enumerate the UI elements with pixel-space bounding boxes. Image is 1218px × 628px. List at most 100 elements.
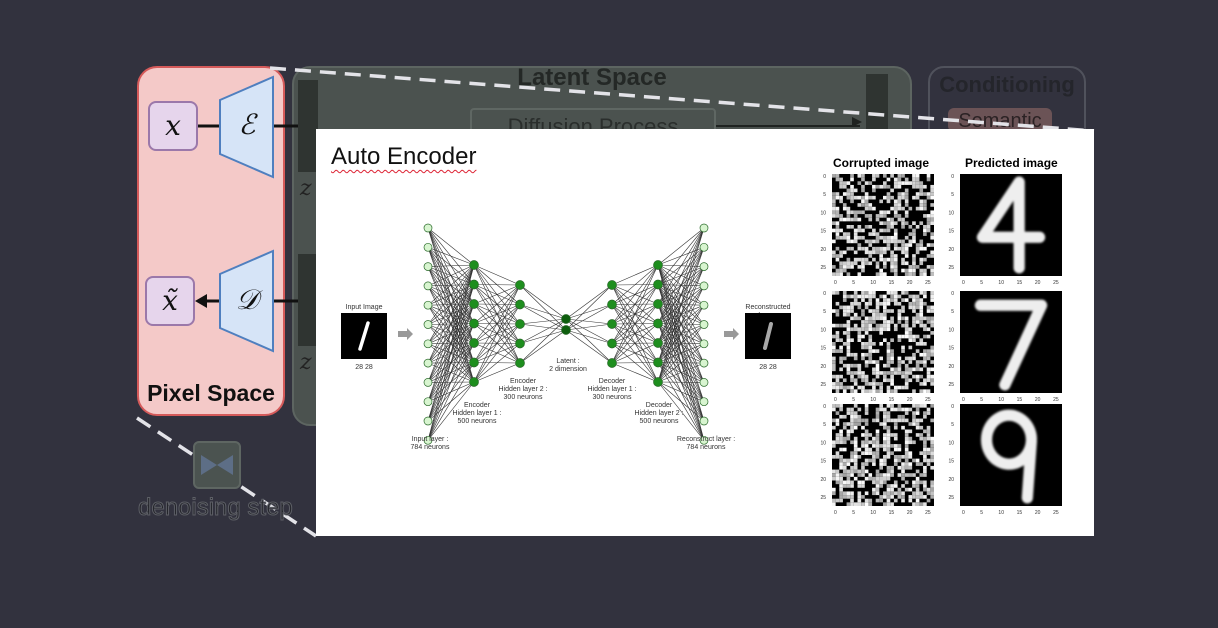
network-edge xyxy=(657,227,705,324)
network-edge xyxy=(611,342,659,364)
x-tilde-output-box: x̃ xyxy=(145,276,195,326)
predicted-digit xyxy=(981,409,1038,504)
network-edge xyxy=(473,304,521,383)
x-tick-label: 25 xyxy=(1053,510,1059,516)
decoder-hidden-1-label: Decoder Hidden layer 1 : 300 neurons xyxy=(587,378,637,401)
y-tick-label: 15 xyxy=(948,346,954,352)
x-tick-label: 15 xyxy=(889,280,895,286)
network-edge xyxy=(565,329,613,344)
denoising-step-label: denoising step xyxy=(138,494,294,522)
network-node xyxy=(423,358,433,368)
network-node xyxy=(423,320,433,329)
network-edge xyxy=(519,304,567,331)
y-tick-label: 0 xyxy=(823,404,826,410)
network-edge xyxy=(427,323,475,441)
network-node xyxy=(653,260,663,270)
network-edge xyxy=(611,303,659,364)
x-tick-label: 20 xyxy=(907,397,913,403)
encoder-shape xyxy=(219,75,274,179)
network-node xyxy=(699,378,709,387)
network-node xyxy=(469,260,479,270)
network-edge xyxy=(565,329,613,364)
network-node xyxy=(699,242,709,252)
network-edge xyxy=(473,264,521,286)
network-edge xyxy=(519,284,567,320)
network-node xyxy=(423,262,433,271)
y-tick-label: 5 xyxy=(951,422,954,428)
network-node xyxy=(699,281,709,291)
network-edge xyxy=(427,264,475,287)
x-tick-label: 20 xyxy=(907,280,913,286)
predicted-digit xyxy=(976,176,1046,274)
y-tick-label: 0 xyxy=(951,404,954,410)
output-dims: 28 28 xyxy=(759,364,777,371)
network-edge xyxy=(427,342,475,441)
network-node xyxy=(607,319,617,329)
y-tick-label: 10 xyxy=(948,210,954,216)
network-node xyxy=(515,280,525,290)
network-edge xyxy=(657,381,705,441)
network-edge xyxy=(657,227,705,305)
network-node xyxy=(653,338,663,348)
network-node xyxy=(699,300,709,310)
conditioning-title: Conditioning xyxy=(939,72,1075,97)
y-tick-label: 20 xyxy=(948,247,954,253)
y-tick-label: 15 xyxy=(820,229,826,235)
network-node xyxy=(423,397,433,407)
latent-z-bar-bottom xyxy=(298,254,318,346)
network-edge xyxy=(473,362,521,383)
network-edge xyxy=(519,329,567,344)
x-tick-label: 25 xyxy=(925,280,931,286)
network-edge xyxy=(427,284,475,441)
network-node xyxy=(699,262,709,271)
network-node xyxy=(607,358,617,368)
y-tick-label: 25 xyxy=(820,382,826,388)
input-dims: 28 28 xyxy=(355,364,373,371)
y-tick-label: 15 xyxy=(820,459,826,465)
decoder-hidden-2-label: Decoder Hidden layer 2 : 500 neurons xyxy=(634,402,684,425)
network-node xyxy=(515,319,525,329)
encoder-symbol: ℰ xyxy=(238,108,256,141)
x-tick-label: 5 xyxy=(980,510,983,516)
x-tick-label: 10 xyxy=(870,280,876,286)
y-tick-label: 25 xyxy=(820,495,826,501)
latent-z-bar-right xyxy=(866,74,888,134)
y-tick-label: 20 xyxy=(820,247,826,253)
network-node xyxy=(423,416,433,426)
y-tick-label: 10 xyxy=(820,440,826,446)
x-tick-label: 0 xyxy=(834,280,837,286)
network-node xyxy=(699,339,709,349)
network-node xyxy=(469,377,479,387)
network-edge xyxy=(427,303,475,441)
network-node xyxy=(699,416,709,426)
network-node xyxy=(515,358,525,368)
predicted-image xyxy=(960,291,1062,393)
network-edge xyxy=(473,284,521,363)
x-tick-label: 10 xyxy=(870,510,876,516)
x-tick-label: 20 xyxy=(907,510,913,516)
network-edge xyxy=(657,227,705,344)
network-edge xyxy=(519,329,567,364)
network-node xyxy=(423,300,433,310)
x-tick-label: 5 xyxy=(852,280,855,286)
encoder-hidden-1-label: Encoder Hidden layer 1 : 500 neurons xyxy=(452,402,502,425)
y-tick-label: 25 xyxy=(948,382,954,388)
network-edge xyxy=(611,323,659,364)
x-tick-label: 0 xyxy=(962,397,965,403)
y-tick-label: 0 xyxy=(951,291,954,297)
network-node xyxy=(561,314,571,324)
network-node xyxy=(423,378,433,387)
predicted-image xyxy=(960,404,1062,506)
network-edge xyxy=(519,318,567,364)
network-edge xyxy=(427,264,475,306)
network-node xyxy=(653,299,663,309)
network-node xyxy=(699,397,709,407)
network-edge xyxy=(565,318,613,325)
pixel-space-title: Pixel Space xyxy=(147,380,275,406)
x-tick-label: 0 xyxy=(834,510,837,516)
x-tick-label: 15 xyxy=(1017,280,1023,286)
y-tick-label: 10 xyxy=(948,440,954,446)
network-edge xyxy=(519,318,567,325)
encoder-hidden-2-label: Encoder Hidden layer 2 : 300 neurons xyxy=(498,378,548,401)
latent-label: Latent : 2 dimension xyxy=(549,358,587,373)
